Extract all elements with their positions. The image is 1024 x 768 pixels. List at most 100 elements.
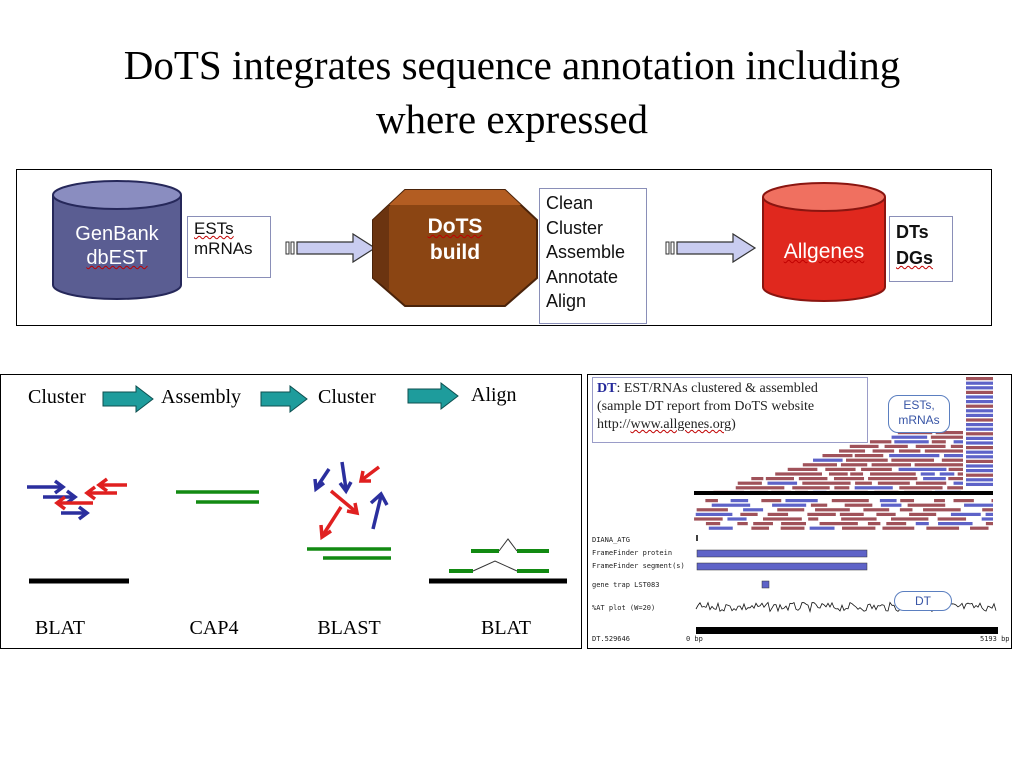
workflow-step-assembly: Assembly [161,386,241,408]
est-read [948,467,963,471]
dt-report-graphics [694,377,998,634]
track-label-ff-protein: FrameFinder protein [592,549,673,557]
output-box: DTs DGs [889,216,953,282]
framefinder-segment-bar [696,562,868,571]
build-step-cluster: Cluster [546,217,604,238]
est-read [802,481,851,485]
est-stack-read [966,418,993,422]
est-read [841,517,877,521]
est-read [891,435,928,439]
gene-trap-mark [761,580,770,589]
allgenes-text: Allgenes [783,240,865,263]
est-read [711,503,751,507]
build-step-annotate: Annotate [546,266,619,287]
est-read [751,526,770,530]
est-read [798,477,828,481]
est-stack-read [966,381,993,385]
est-read [861,467,892,471]
step-arrow-2 [260,384,308,414]
est-read [813,458,843,462]
est-read [970,526,989,530]
est-read [844,503,873,507]
dots-pipeline-panel: GenBank dbEST ESTs mRNAs DoTS build Clea… [16,169,992,326]
workflow-step-cluster-2: Cluster [318,386,376,408]
track-label-diana: DIANA_ATG [592,536,630,544]
framefinder-protein-bar [696,549,868,558]
est-read [957,472,963,476]
est-read [879,499,897,503]
est-read [899,486,943,490]
est-read [737,522,748,526]
est-read [938,522,973,526]
allgenes-link[interactable]: www.allgenes.org [630,417,732,432]
est-read [943,454,963,458]
est-read [891,517,929,521]
est-read [876,512,896,516]
step-arrow-1 [102,384,154,414]
est-stack-read [966,409,993,413]
assembly-glyph [176,490,259,504]
workflow-panel: Cluster Assembly Cluster Align [0,374,582,649]
est-stack-read [966,404,993,408]
tool-blast: BLAST [317,617,381,639]
dt-note-line-2: (sample DT report from DoTS website [597,399,815,414]
est-stack-read [966,464,993,468]
est-read [915,444,946,448]
est-read [727,517,747,521]
allgenes-label: Allgenes [767,240,881,264]
est-read [923,508,961,512]
est-read [810,503,828,507]
est-read [822,454,853,458]
est-read [753,522,773,526]
est-read [761,499,782,503]
est-read [982,508,993,512]
est-read [894,440,929,444]
est-read [705,522,721,526]
est-read [775,472,822,476]
est-stack-read [966,386,993,390]
title-line-2: where expressed [375,96,649,142]
est-read [985,522,993,526]
est-read [828,472,848,476]
step-arrow-3 [407,381,459,411]
dots-build-line-1: DoTS [427,215,483,238]
workflow-step-align: Align [471,384,517,406]
est-read [985,512,993,516]
est-read [708,526,733,530]
pipeline-graphics [52,180,886,307]
workflow-graphics [27,381,567,584]
est-read [751,477,764,481]
est-read [846,458,888,462]
est-read [737,481,762,485]
est-read [898,467,947,471]
est-read [947,486,963,490]
est-stack-read [966,450,993,454]
dt-note-url-prefix: http:// [597,417,631,432]
axis-start: 0 bp [686,635,703,643]
est-read [886,522,907,526]
est-read [792,486,830,490]
dt-callout: DT [894,591,952,611]
cluster-glyph [27,477,127,521]
est-stack-read [966,423,993,427]
est-read [991,499,993,503]
est-stack [966,377,993,486]
dt-sequence-bar [696,627,998,634]
est-read [695,512,733,516]
est-stack-read [966,441,993,445]
est-read [743,508,764,512]
input-box: ESTs mRNAs [187,216,271,278]
tool-blat-1: BLAT [35,617,85,639]
est-read [740,512,758,516]
est-read [869,440,892,444]
title-line-1: DoTS integrates sequence annotation incl… [123,42,901,88]
est-stack-read [966,395,993,399]
ests-mrnas-callout: ESTs, mRNAs [888,395,950,433]
est-stack-read [966,390,993,394]
dots-octagon [372,189,538,307]
est-read [808,517,819,521]
est-stack-read [966,469,993,473]
est-read [765,477,794,481]
arrow-to-allgenes [665,232,757,264]
est-read [840,463,868,467]
